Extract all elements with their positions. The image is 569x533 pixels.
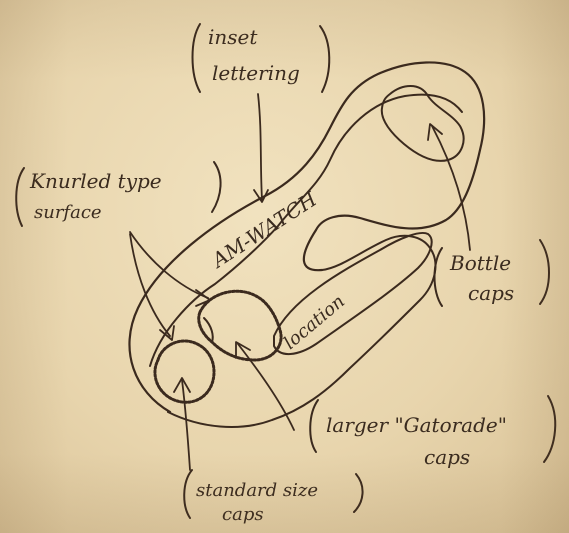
gatorade-cap-recess [199,291,281,360]
bottle-label-bracket-right [540,240,549,304]
gatorade-label-line2: caps [424,445,470,469]
inset-label-bracket-left [193,24,201,92]
standard-label-bracket-right [354,474,363,512]
gatorade-label-line1: larger "Gatorade" [326,413,507,437]
standard-label-line1: standard size [196,480,318,501]
knurled-label-line2: surface [34,202,102,223]
gatorade-label-bracket-left [310,400,318,452]
bottle-label-bracket-left [435,248,443,306]
knurled-label-bracket-right [212,162,221,212]
bottle-leader-arrow [432,126,470,250]
inset-leader-arrow [258,94,262,200]
knurled-label-line1: Knurled type [29,169,162,193]
standard-cap-recess [155,341,214,402]
standard-leader-arrow [182,380,190,470]
knurled-label-bracket-left [16,168,24,226]
bottle-label-line1: Bottle [449,251,511,275]
inset-label-line1: inset [208,25,258,49]
standard-label-bracket-left [184,470,192,518]
knurled-leader-arrow-2 [130,234,170,336]
inset-label-line2: lettering [212,61,300,85]
bottle-label-line2: caps [468,281,514,305]
gatorade-label-bracket-right [544,396,555,462]
standard-label-line2: caps [222,504,264,525]
bottle-cap-recess [382,86,464,161]
inset-label-bracket-right [320,26,329,92]
